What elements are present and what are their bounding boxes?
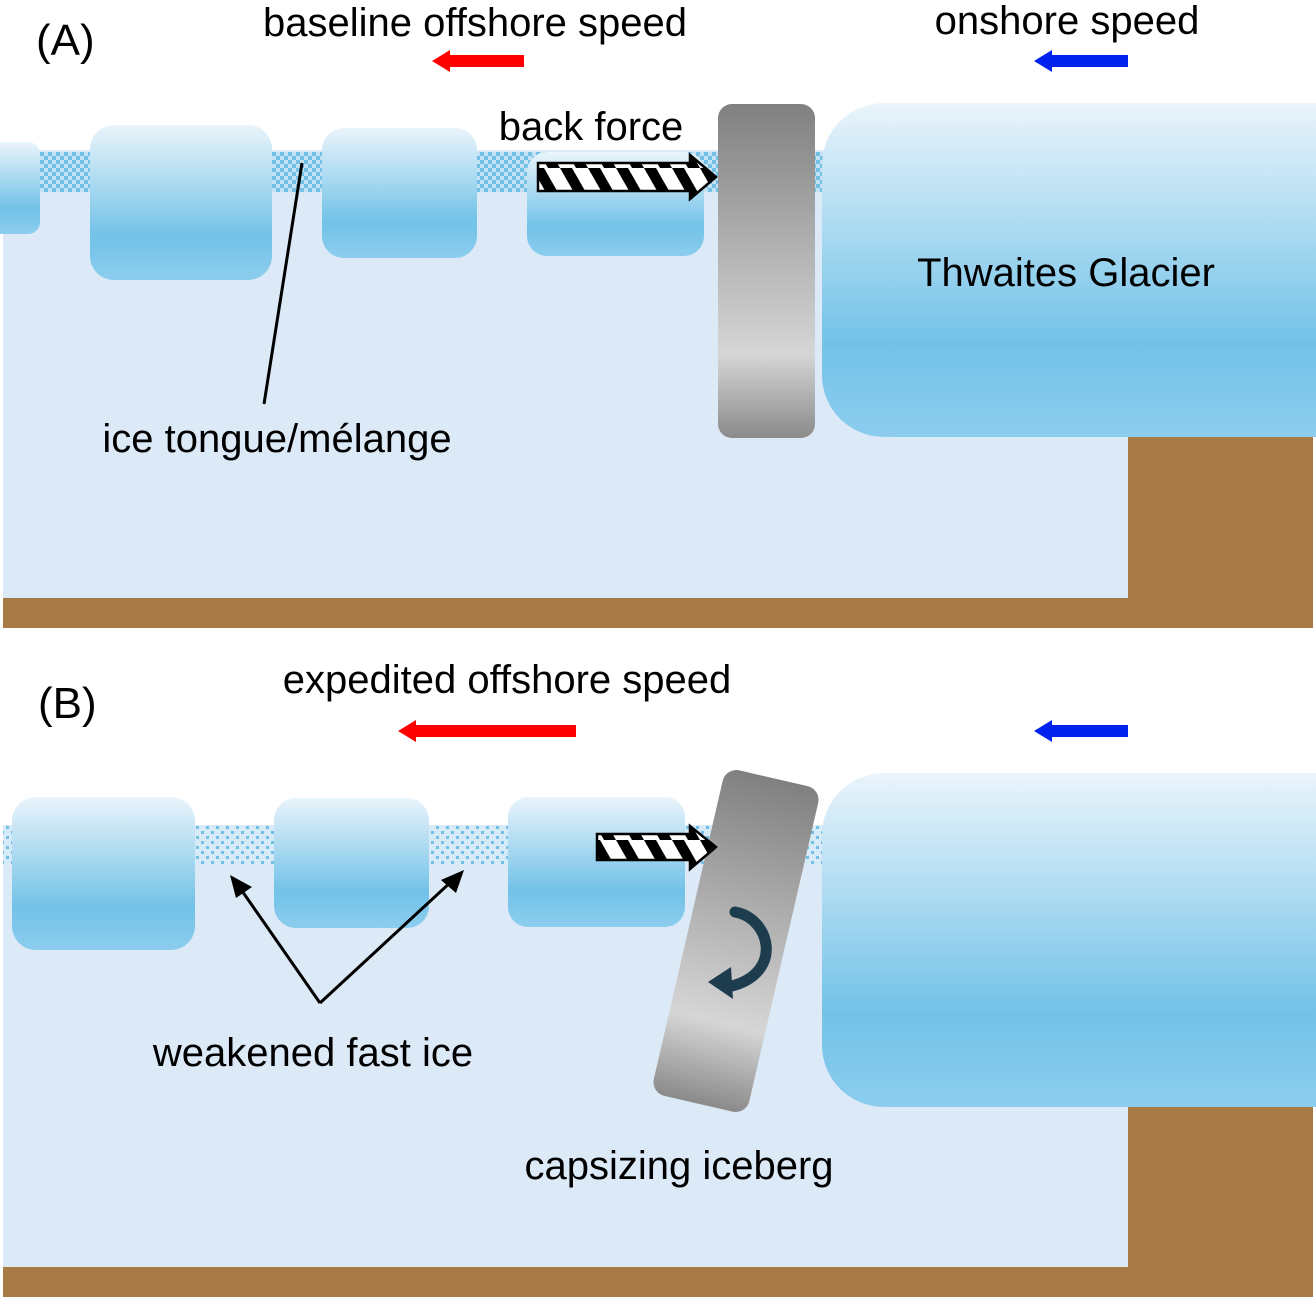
ice-floe-b2 (274, 798, 429, 928)
melange-pointer-line (262, 162, 304, 405)
expedited-offshore-speed-label: expedited offshore speed (283, 658, 732, 702)
fast-ice-pointer-head-right (441, 870, 464, 893)
capsizing-iceberg-label: capsizing iceberg (524, 1144, 833, 1188)
panel-a-label: (A) (36, 16, 95, 65)
onshore-speed-arrow-a (1034, 50, 1128, 72)
capsizing-iceberg-b (653, 770, 819, 1112)
weakened-fast-ice-label: weakened fast ice (152, 1031, 473, 1075)
back-force-label: back force (499, 105, 684, 149)
ice-floe-b1 (12, 797, 195, 950)
rotation-arrow-head-icon (708, 967, 733, 999)
iceberg-a (718, 104, 815, 438)
panel-b-label: (B) (38, 679, 97, 728)
ice-floe-b3 (508, 797, 685, 927)
bedrock-step-a (1128, 437, 1313, 607)
bedrock-floor-b (3, 1267, 1313, 1297)
ice-floe-a1 (0, 142, 40, 234)
glacier-label: Thwaites Glacier (917, 251, 1215, 295)
bedrock-floor-a (3, 598, 1313, 628)
ice-floe-a3 (322, 128, 477, 258)
baseline-offshore-speed-label: baseline offshore speed (263, 1, 687, 45)
ice-floe-a2 (90, 125, 272, 280)
fast-ice-pointer-head-left (230, 875, 252, 898)
expedited-offshore-speed-arrow-b (398, 720, 576, 742)
glacier-body-b (822, 773, 1316, 1107)
onshore-speed-label: onshore speed (935, 0, 1200, 43)
bedrock-step-b (1128, 1107, 1313, 1277)
offshore-speed-arrow-a (432, 50, 524, 72)
rotation-arrow-icon (726, 906, 772, 992)
melange-label: ice tongue/mélange (102, 417, 451, 461)
panel-b: (B) expedited offshore speed weakened fa… (3, 658, 1316, 1297)
panel-a: (A) baseline offshore speed onshore spee… (0, 0, 1316, 628)
fast-ice-pointer-lines (238, 878, 455, 1005)
onshore-speed-arrow-b (1034, 720, 1128, 742)
back-force-arrow-b (595, 823, 718, 872)
glacier-body-a (822, 103, 1316, 437)
back-force-arrow-a (536, 152, 718, 202)
